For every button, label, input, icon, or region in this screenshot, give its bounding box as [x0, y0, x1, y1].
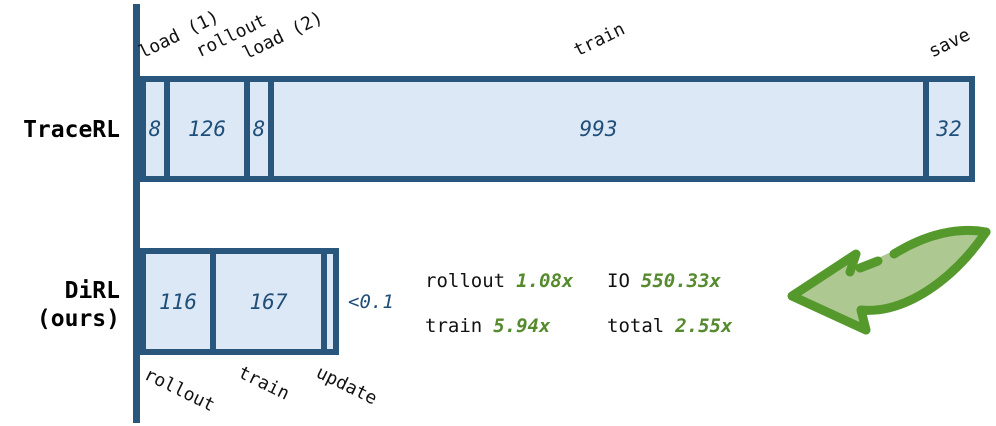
dirl-segment-update [327, 254, 333, 349]
dirl-segment-rollout: 116 [146, 254, 210, 349]
speedup-train-label: train [425, 315, 483, 337]
row-label-tracerl: TraceRL [23, 117, 120, 143]
speedup-rollout: rollout 1.08x [425, 271, 573, 292]
speedup-io: IO 550.33x [607, 271, 732, 292]
tracerl-segment-rollout: 126 [170, 82, 244, 176]
tracerl-bar: 8 126 8 993 32 [140, 76, 975, 182]
speedup-stats-left: rollout 1.08x train 5.94x [425, 271, 573, 361]
phase-label-rollout-bottom: rollout [140, 364, 219, 417]
tracerl-segment-load-2: 8 [250, 82, 268, 176]
row-label-dirl-line1: DiRL [64, 278, 120, 304]
row-label-dirl-line2: (ours) [36, 306, 120, 332]
speedup-total: total 2.55x [607, 316, 732, 337]
dirl-segment-train: 167 [216, 254, 321, 349]
tracerl-segment-save: 32 [929, 82, 969, 176]
speedup-total-label: total [607, 315, 665, 337]
tracerl-segment-load-1: 8 [146, 82, 164, 176]
speedup-train: train 5.94x [425, 316, 573, 337]
speedup-io-label: IO [607, 270, 630, 292]
speedup-rollout-value: 1.08x [516, 270, 574, 292]
phase-label-update: update [312, 362, 381, 410]
speedup-rollout-label: rollout [425, 270, 506, 292]
dirl-bar: 116 167 [140, 248, 339, 355]
dirl-update-value: <0.1 [348, 291, 394, 313]
phase-label-save: save [925, 24, 974, 63]
speedup-io-value: 550.33x [640, 270, 721, 292]
speedup-stats-right: IO 550.33x total 2.55x [607, 271, 732, 361]
speedup-total-value: 2.55x [675, 315, 733, 337]
y-axis-line [133, 4, 140, 423]
curved-left-arrow-icon [786, 224, 991, 342]
tracerl-segment-train: 993 [274, 82, 923, 176]
row-label-dirl: DiRL (ours) [8, 277, 120, 333]
phase-label-train-bottom: train [234, 362, 293, 405]
speedup-train-value: 5.94x [493, 315, 551, 337]
phase-label-train-top: train [570, 18, 629, 62]
